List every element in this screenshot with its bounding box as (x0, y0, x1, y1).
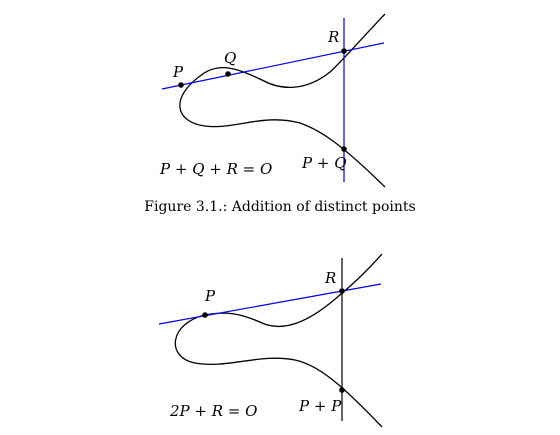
label-p: P (204, 287, 216, 305)
figure-caption: Figure 3.1.: Addition of distinct points (144, 199, 416, 215)
label-q: Q (224, 49, 236, 67)
equation: 2P + R = O (169, 402, 257, 420)
label-p: P (172, 63, 184, 81)
point-p (178, 82, 184, 88)
label-sum: P + Q (301, 154, 347, 172)
tangent-line (158, 283, 382, 325)
point-r (341, 48, 347, 54)
point-sum (339, 387, 345, 393)
figure-distinct-points: P Q R P + Q P + Q + R = O (159, 13, 386, 188)
label-sum: P + P (298, 397, 342, 415)
point-p (202, 312, 208, 318)
equation: P + Q + R = O (159, 160, 272, 178)
figure-point-doubling: P R P + P 2P + R = O (158, 253, 383, 428)
label-r: R (327, 28, 339, 46)
point-sum (341, 146, 347, 152)
elliptic-curve (174, 253, 383, 428)
point-q (225, 71, 231, 77)
point-r (339, 288, 345, 294)
label-r: R (324, 269, 336, 287)
secant-line (161, 42, 385, 90)
elliptic-curve (179, 13, 386, 188)
